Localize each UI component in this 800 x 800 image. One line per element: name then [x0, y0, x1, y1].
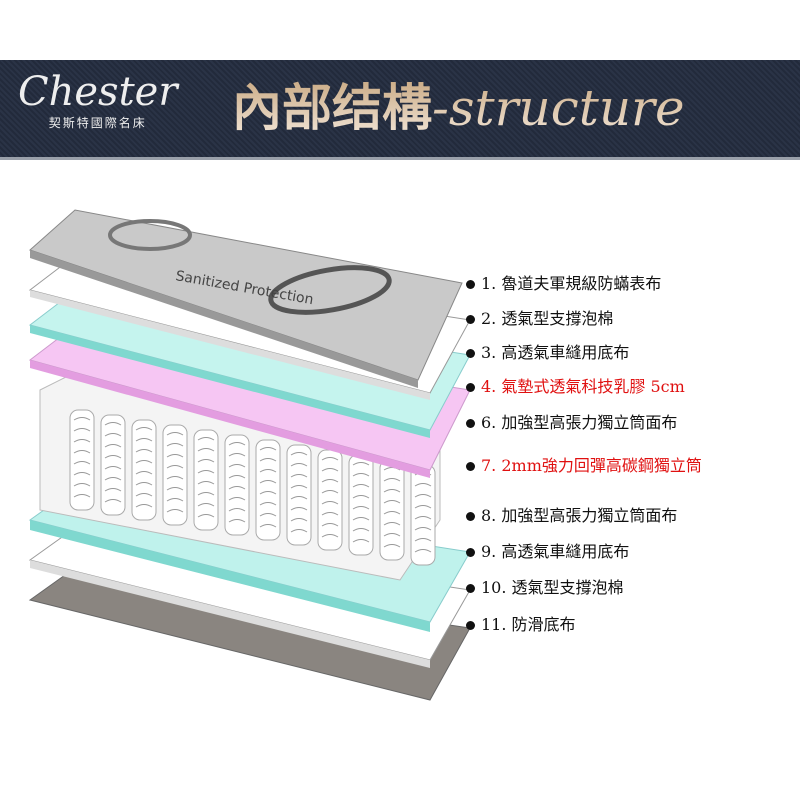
bullet-dot-icon [466, 383, 475, 392]
layer-label: 10. 透氣型支撐泡棉 [466, 578, 624, 598]
bullet-dot-icon [466, 548, 475, 557]
layer-label: 9. 高透氣車縫用底布 [466, 542, 629, 562]
layer-label: 7. 2mm強力回彈高碳鋼獨立筒 [466, 456, 702, 476]
layer-label: 2. 透氣型支撐泡棉 [466, 309, 613, 329]
layer-label: 3. 高透氣車縫用底布 [466, 343, 629, 363]
brand-logo: Chester 契斯特國際名床 [18, 70, 177, 131]
layer-label-text: 3. 高透氣車縫用底布 [481, 343, 630, 362]
layer-label-text: 10. 透氣型支撐泡棉 [481, 578, 624, 597]
logo-text: Chester [18, 69, 178, 115]
layer-label-text: 9. 高透氣車縫用底布 [481, 542, 630, 561]
layer-label-text: 1. 魯道夫軍規級防蟎表布 [481, 274, 662, 293]
header-banner: Chester 契斯特國際名床 內部结構-structure [0, 60, 800, 160]
layer-label: 8. 加強型高張力獨立筒面布 [466, 506, 677, 526]
layer-label-text: 7. 2mm強力回彈高碳鋼獨立筒 [481, 456, 702, 475]
bullet-dot-icon [466, 621, 475, 630]
bullet-dot-icon [466, 462, 475, 471]
logo-subtitle: 契斯特國際名床 [48, 116, 147, 130]
layer-label-text: 6. 加強型高張力獨立筒面布 [481, 413, 678, 432]
bullet-dot-icon [466, 419, 475, 428]
layer-label: 4. 氣墊式透氣科技乳膠 5cm [466, 377, 685, 397]
bullet-dot-icon [466, 280, 475, 289]
layer-label-text: 8. 加強型高張力獨立筒面布 [481, 506, 678, 525]
layer-label-text: 4. 氣墊式透氣科技乳膠 5cm [481, 377, 685, 396]
layer-label-text: 2. 透氣型支撐泡棉 [481, 309, 614, 328]
layer-label: 6. 加強型高張力獨立筒面布 [466, 413, 677, 433]
layer-label-text: 11. 防滑底布 [481, 615, 576, 634]
bullet-dot-icon [466, 512, 475, 521]
springs-group [69, 409, 436, 566]
layer-label: 11. 防滑底布 [466, 615, 576, 635]
layer-label: 1. 魯道夫軍規級防蟎表布 [466, 274, 661, 294]
bullet-dot-icon [466, 584, 475, 593]
bullet-dot-icon [466, 349, 475, 358]
bullet-dot-icon [466, 315, 475, 324]
